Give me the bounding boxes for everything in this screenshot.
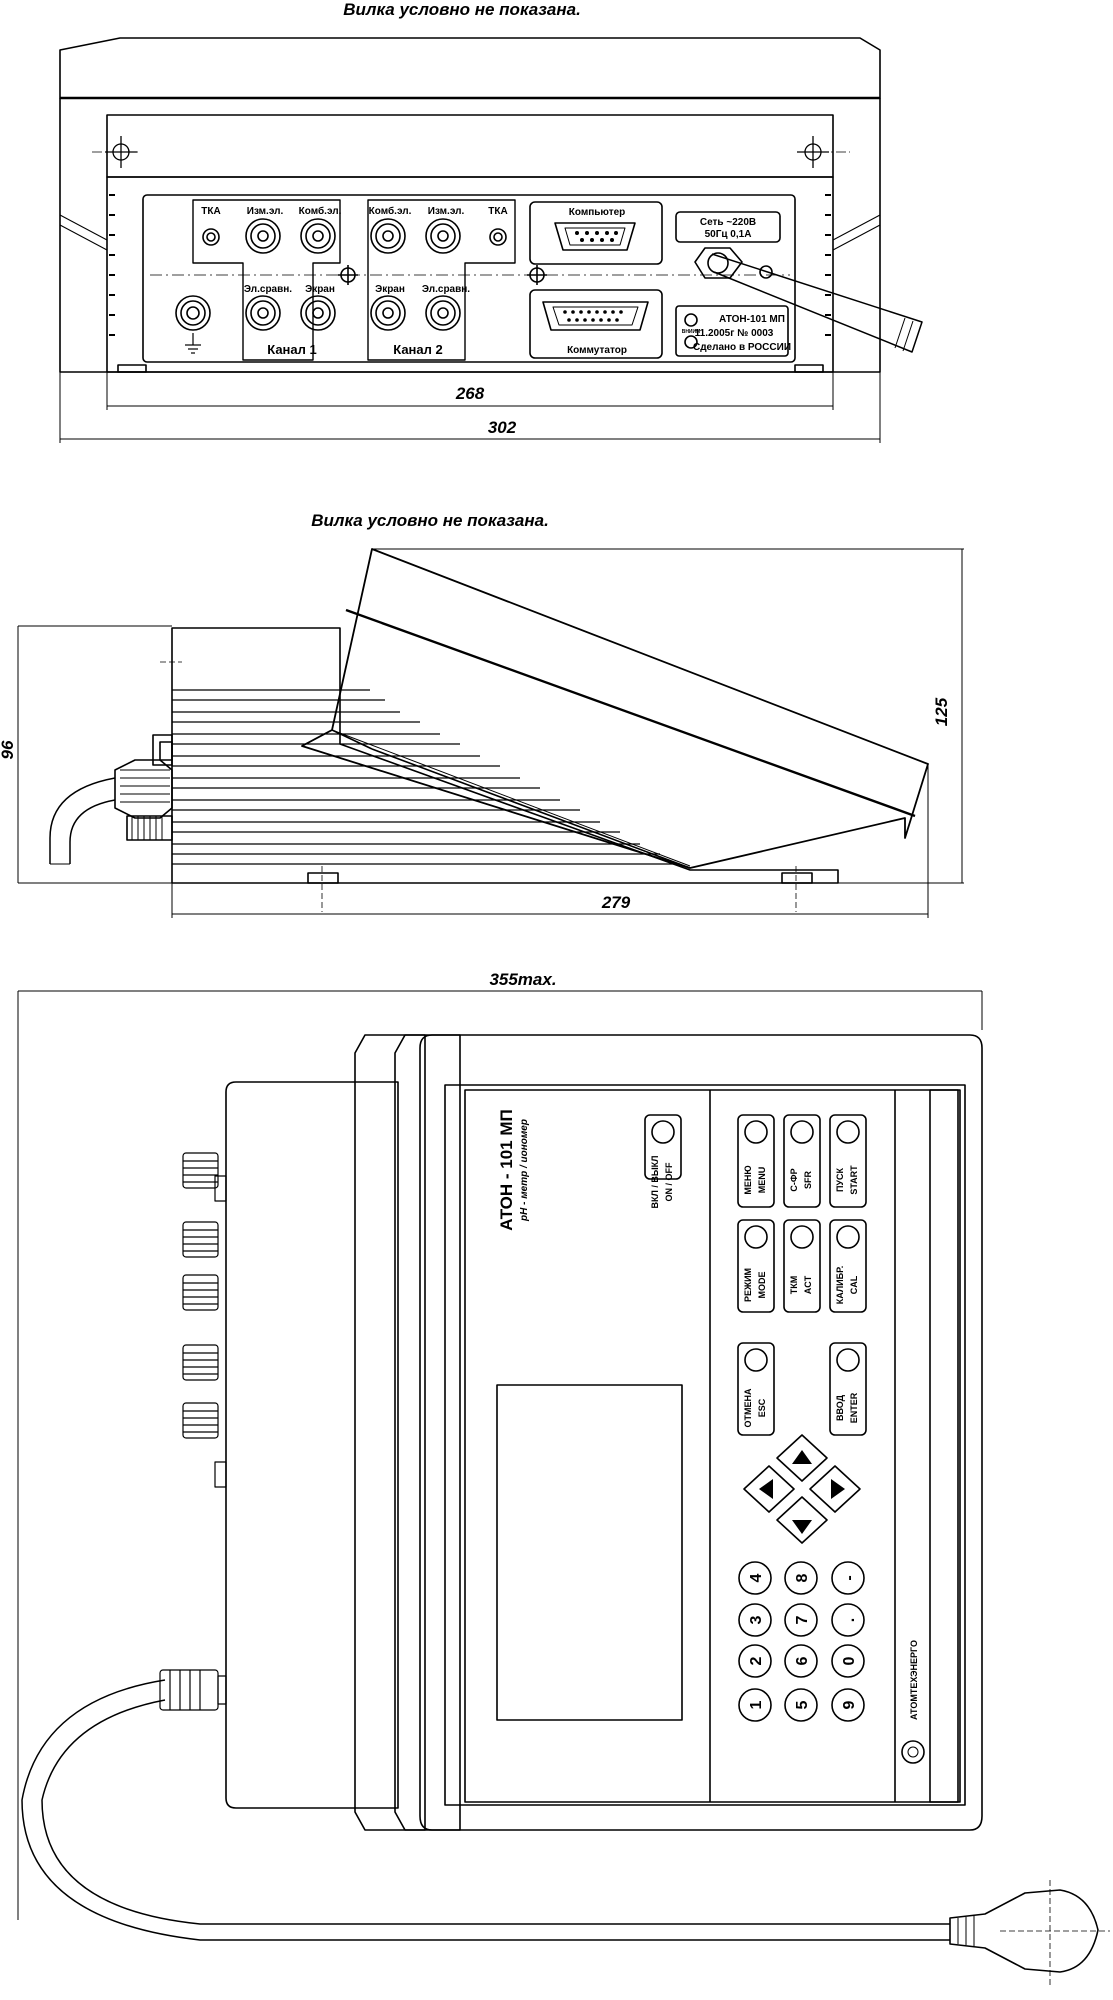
label-power-2: 50Гц 0,1А xyxy=(705,229,752,240)
act-button[interactable] xyxy=(783,1219,821,1313)
arrow-right-icon xyxy=(831,1479,845,1499)
key-5-label: 5 xyxy=(794,1700,811,1709)
cal-label-ru: КАЛИБР. xyxy=(835,1266,845,1305)
esc-button[interactable] xyxy=(737,1342,775,1436)
sfr-button[interactable] xyxy=(783,1114,821,1208)
key-0[interactable] xyxy=(831,1644,865,1678)
key-4-label: 4 xyxy=(748,1573,765,1582)
label-ch1-ref: Эл.сравн. xyxy=(244,284,292,295)
key-8-label: 8 xyxy=(794,1573,811,1582)
key-8[interactable] xyxy=(784,1561,818,1595)
power-label-en: ON / OFF xyxy=(664,1162,674,1201)
key-5[interactable] xyxy=(784,1688,818,1722)
caption-side: Вилка условно не показана. xyxy=(311,511,549,530)
key-2-label: 2 xyxy=(748,1656,765,1665)
label-ch2-ref: Эл.сравн. xyxy=(422,284,470,295)
arrow-right-button[interactable] xyxy=(809,1465,861,1513)
key-0-label: 0 xyxy=(841,1656,858,1665)
label-ch2-tka: ТКА xyxy=(488,206,507,217)
key-1-label: 1 xyxy=(748,1700,765,1709)
caption-top: Вилка условно не показана. xyxy=(343,0,581,19)
label-switch: Коммутатор xyxy=(567,345,627,356)
top-view xyxy=(21,1034,1110,1985)
back-dimensions xyxy=(59,372,881,443)
arrow-down-icon xyxy=(792,1520,812,1534)
dim-302: 302 xyxy=(488,418,517,437)
brand-name: АТОМТЕХЭНЕРГО xyxy=(909,1640,919,1720)
dim-279: 279 xyxy=(601,893,631,912)
dim-96: 96 xyxy=(0,740,17,759)
key-7[interactable] xyxy=(784,1603,818,1637)
dim-125: 125 xyxy=(932,697,951,726)
label-channel-2: Канал 2 xyxy=(393,342,443,357)
key-3-label: 3 xyxy=(748,1615,765,1624)
key-2[interactable] xyxy=(738,1644,772,1678)
side-dimensions xyxy=(17,548,964,918)
key-dot[interactable] xyxy=(831,1603,865,1637)
cal-label-en: CAL xyxy=(849,1275,859,1294)
key-3[interactable] xyxy=(738,1603,772,1637)
key-7-label: 7 xyxy=(794,1615,811,1624)
power-button[interactable] xyxy=(644,1114,682,1180)
label-ch2-screen: Экран xyxy=(375,284,405,295)
plate-made: Сделано в РОССИИ xyxy=(693,342,791,353)
label-ch1-comb: Комб.эл. xyxy=(299,205,342,217)
model-title: АТОН - 101 МП xyxy=(497,1109,516,1230)
top-dimension xyxy=(17,990,983,1920)
sfr-label-ru: С-ФР xyxy=(789,1168,799,1191)
key-6-label: 6 xyxy=(794,1656,811,1665)
act-label-en: ACT xyxy=(803,1275,813,1294)
label-ch2-comb: Комб.эл. xyxy=(369,205,412,217)
label-computer: Компьютер xyxy=(569,207,626,218)
key-1[interactable] xyxy=(738,1688,772,1722)
power-label-ru: ВКЛ / ВЫКЛ xyxy=(650,1156,660,1209)
mode-button[interactable] xyxy=(737,1219,775,1313)
key-minus-label: - xyxy=(841,1575,858,1580)
menu-label-en: MENU xyxy=(757,1167,767,1194)
model-subtitle: pH - метр / иономер xyxy=(519,1119,530,1222)
label-ch1-meas: Изм.эл. xyxy=(247,206,284,217)
label-ch1-screen: Экран xyxy=(305,284,335,295)
dim-268: 268 xyxy=(455,384,485,403)
act-label-ru: ТКМ xyxy=(789,1276,799,1295)
enter-button[interactable] xyxy=(829,1342,867,1436)
arrow-up-button[interactable] xyxy=(776,1434,828,1482)
sfr-label-en: SFR xyxy=(803,1170,813,1189)
arrow-down-button[interactable] xyxy=(776,1496,828,1544)
key-9-label: 9 xyxy=(841,1700,858,1709)
label-ch1-tka: ТКА xyxy=(201,206,220,217)
arrow-left-icon xyxy=(759,1479,773,1499)
key-4[interactable] xyxy=(738,1561,772,1595)
label-power-1: Сеть ~220В xyxy=(700,217,756,228)
menu-button[interactable] xyxy=(737,1114,775,1208)
menu-label-ru: МЕНЮ xyxy=(743,1165,753,1194)
start-label-ru: ПУСК xyxy=(835,1167,845,1192)
mode-label-ru: РЕЖИМ xyxy=(743,1268,753,1302)
cal-button[interactable] xyxy=(829,1219,867,1313)
front-controls xyxy=(644,1114,867,1722)
label-ch2-meas: Изм.эл. xyxy=(428,206,465,217)
esc-label-en: ESC xyxy=(757,1398,767,1417)
side-view xyxy=(49,548,929,912)
enter-label-ru: ВВОД xyxy=(835,1394,845,1421)
arrow-left-button[interactable] xyxy=(743,1465,795,1513)
plate-serial: 11.2005г № 0003 xyxy=(695,328,774,339)
arrow-up-icon xyxy=(792,1450,812,1464)
plate-model: АТОН-101 МП xyxy=(719,314,785,325)
esc-label-ru: ОТМЕНА xyxy=(743,1388,753,1427)
plate-mark: ВНИИМ xyxy=(682,329,701,335)
back-view xyxy=(59,37,923,373)
key-9[interactable] xyxy=(831,1688,865,1722)
enter-label-en: ENTER xyxy=(849,1392,859,1423)
start-label-en: START xyxy=(849,1165,859,1195)
keypad xyxy=(738,1561,865,1722)
label-channel-1: Канал 1 xyxy=(267,342,317,357)
dim-355: 355max. xyxy=(489,970,556,989)
key-6[interactable] xyxy=(784,1644,818,1678)
key-dot-label: . xyxy=(841,1618,858,1622)
mode-label-en: MODE xyxy=(757,1272,767,1299)
key-minus[interactable] xyxy=(831,1561,865,1595)
start-button[interactable] xyxy=(829,1114,867,1208)
